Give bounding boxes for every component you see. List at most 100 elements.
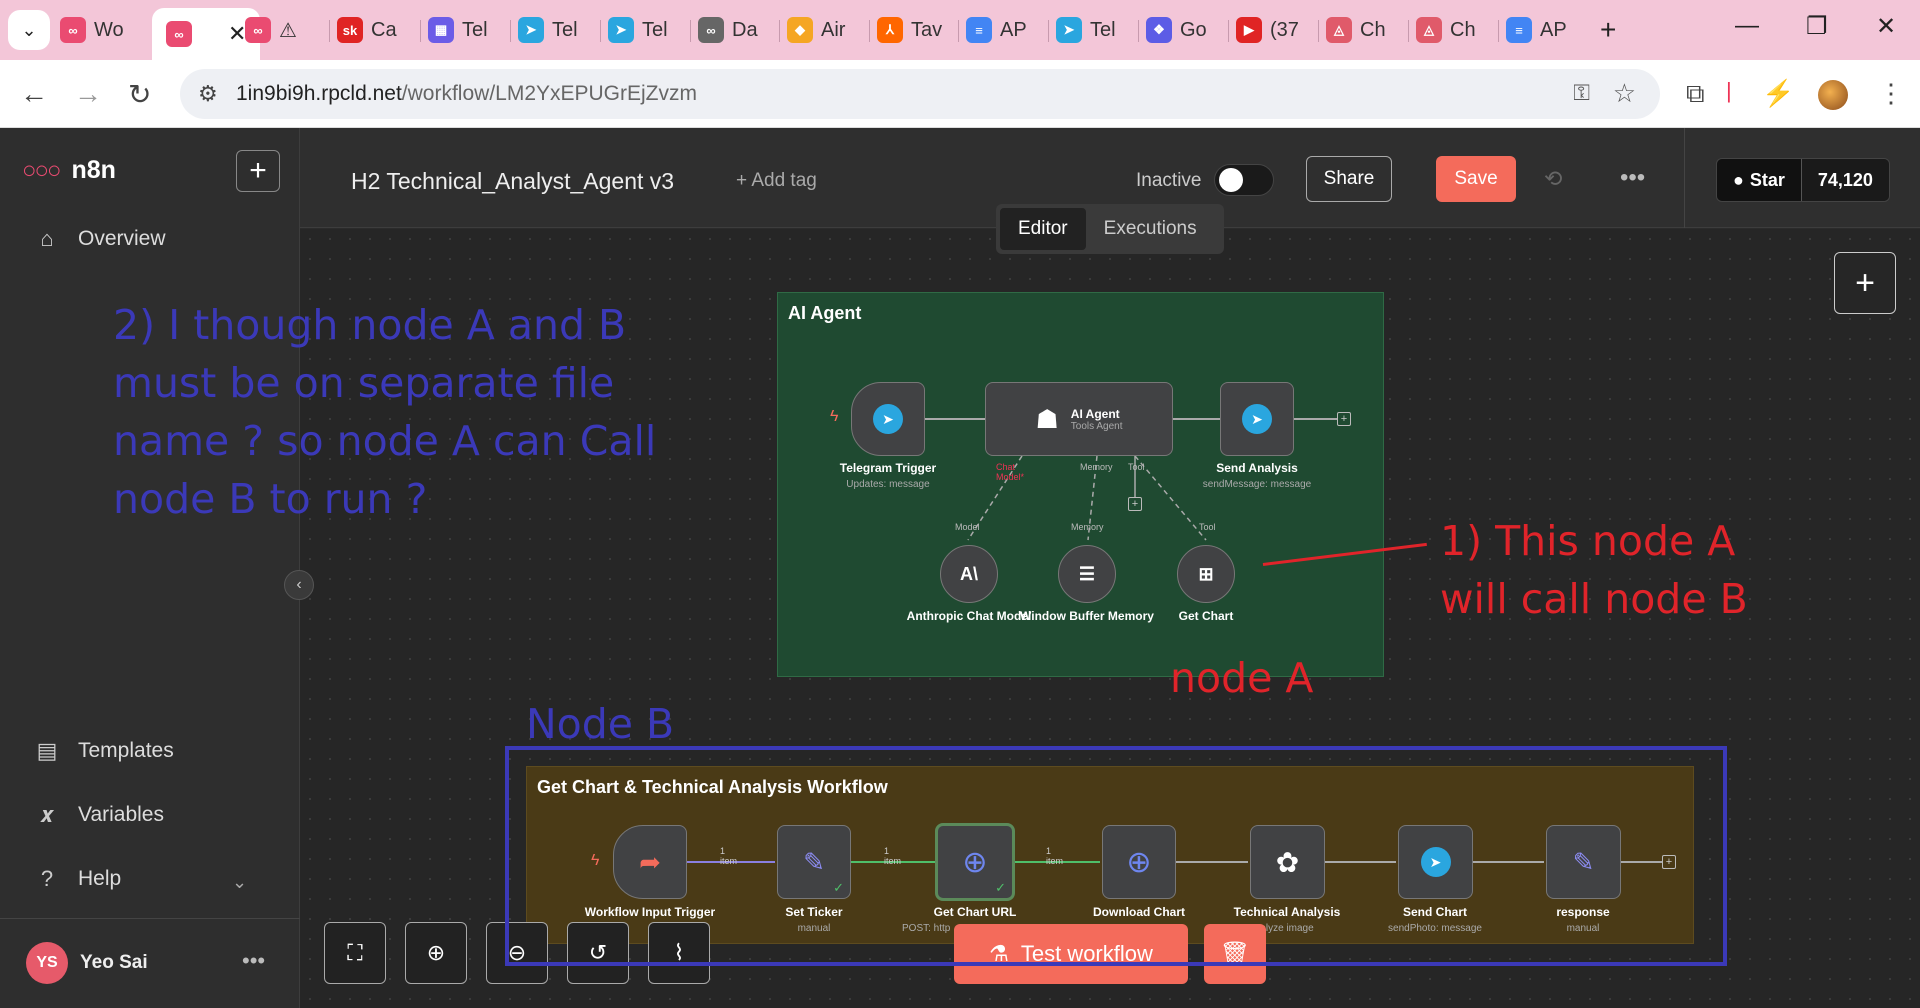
node-response[interactable]: ✎ <box>1546 825 1621 899</box>
zoom-out-button[interactable]: ⊖ <box>486 922 548 984</box>
browser-tab[interactable]: ∞Wo <box>60 10 124 50</box>
browser-profile-avatar[interactable] <box>1818 80 1848 110</box>
node-label: Get Chart URL <box>933 905 1017 919</box>
save-button[interactable]: Save <box>1436 156 1516 202</box>
history-icon[interactable]: ⟲ <box>1544 166 1563 191</box>
url-omnibox[interactable]: ⚙ 1in9bi9h.rpcld.net/workflow/LM2YxEPUGr… <box>180 69 1660 119</box>
sidebar-item-help[interactable]: ? Help <box>32 866 121 892</box>
tab-title: AP <box>1000 18 1027 41</box>
add-next-node-icon[interactable]: + <box>1662 855 1676 869</box>
sidebar-item-templates[interactable]: ▤ Templates <box>32 738 174 764</box>
telegram-icon: ➤ <box>1242 404 1272 434</box>
node-subtitle: manual <box>1566 923 1600 934</box>
minimize-icon[interactable]: — <box>1735 12 1759 39</box>
new-tab-button[interactable]: + <box>1600 14 1617 45</box>
node-set-ticker[interactable]: ✎ ✓ <box>777 825 851 899</box>
user-menu-icon[interactable]: ••• <box>242 948 266 973</box>
active-toggle[interactable] <box>1214 164 1274 196</box>
fit-view-button[interactable]: ⛶ <box>324 922 386 984</box>
restore-icon[interactable]: ❐ <box>1806 13 1828 40</box>
browser-tab[interactable]: ▦Tel <box>428 10 488 50</box>
delete-button[interactable]: 🗑 <box>1204 924 1266 984</box>
tab-editor[interactable]: Editor <box>1000 208 1086 250</box>
more-options-icon[interactable]: ••• <box>1620 164 1646 191</box>
tab-title: Wo <box>94 18 124 41</box>
node-technical-analysis[interactable]: ✿ <box>1250 825 1325 899</box>
browser-tab[interactable]: ∞✕ <box>152 8 261 60</box>
node-label: response <box>1556 905 1610 919</box>
forward-icon[interactable]: → <box>74 78 102 109</box>
port-label: Chat Model* <box>996 462 1025 482</box>
node-download-chart[interactable]: ⊕ <box>1102 825 1176 899</box>
browser-tab[interactable]: ➤Tel <box>608 10 668 50</box>
site-info-icon[interactable]: ⚙ <box>198 81 218 106</box>
extensions-icon[interactable]: ⧉ <box>1686 78 1705 108</box>
create-new-button[interactable]: + <box>236 150 280 192</box>
node-anthropic-chat-model[interactable]: A\ <box>940 545 998 603</box>
collapse-sidebar-icon[interactable]: ‹ <box>284 570 314 600</box>
workflow-title[interactable]: H2 Technical_Analyst_Agent v3 <box>351 168 675 194</box>
n8n-logo[interactable]: ○○○ n8n <box>22 156 116 185</box>
browser-menu-icon[interactable]: ⋮ <box>1878 78 1904 108</box>
share-button[interactable]: Share <box>1306 156 1392 202</box>
node-telegram-trigger[interactable]: ➤ <box>851 382 925 456</box>
node-get-chart-url[interactable]: ⊕ ✓ <box>935 823 1015 901</box>
tab-favicon-icon: ◬ <box>1416 17 1442 43</box>
sticky-note-ai-agent[interactable]: AI Agent <box>777 292 1384 677</box>
sticky-title: AI Agent <box>788 303 862 323</box>
test-workflow-button[interactable]: ⚗ Test workflow <box>954 924 1188 984</box>
browser-tab[interactable]: ⅄Tav <box>877 10 942 50</box>
chevron-down-icon[interactable]: ⌄ <box>232 872 248 892</box>
tab-separator <box>1498 20 1499 42</box>
performance-icon[interactable]: ⚡ <box>1762 78 1795 108</box>
node-get-chart[interactable]: ⊞ <box>1177 545 1235 603</box>
node-subtitle: manual <box>797 923 831 934</box>
browser-tab[interactable]: ◬Ch <box>1326 10 1386 50</box>
node-send-chart[interactable]: ➤ <box>1398 825 1473 899</box>
browser-tab[interactable]: ◆Air <box>787 10 845 50</box>
node-send-analysis[interactable]: ➤ <box>1220 382 1294 456</box>
tab-executions[interactable]: Executions <box>1103 218 1197 239</box>
tab-title: ⚠ <box>279 19 297 42</box>
zoom-in-button[interactable]: ⊕ <box>405 922 467 984</box>
avatar[interactable]: YS <box>26 942 68 984</box>
sidebar-item-overview[interactable]: ⌂ Overview <box>32 226 166 252</box>
tidy-up-button[interactable]: ⌇ <box>648 922 710 984</box>
node-subtitle: Tools Agent <box>1070 420 1123 432</box>
browser-tab[interactable]: ◬Ch <box>1416 10 1476 50</box>
browser-tab[interactable]: ∞Da <box>698 10 758 50</box>
pencil-icon: ✎ <box>803 846 825 877</box>
node-ai-agent[interactable]: ☗ AI Agent Tools Agent <box>985 382 1173 456</box>
node-window-buffer-memory[interactable]: ☰ <box>1058 545 1116 603</box>
back-icon[interactable]: ← <box>20 78 48 109</box>
node-workflow-input-trigger[interactable]: ➦ <box>613 825 687 899</box>
password-key-icon[interactable]: ⚿ <box>1573 80 1590 105</box>
sidebar-item-variables[interactable]: 𝒙 Variables <box>32 802 164 828</box>
add-next-node-icon[interactable]: + <box>1337 412 1351 426</box>
browser-tab[interactable]: ▶(37 <box>1236 10 1299 50</box>
tab-favicon-icon: ≡ <box>966 17 992 43</box>
browser-tab[interactable]: ➤Tel <box>1056 10 1116 50</box>
browser-tab[interactable]: ∞⚠ <box>245 10 297 50</box>
add-tag-link[interactable]: + Add tag <box>736 170 817 191</box>
reload-icon[interactable]: ↻ <box>128 79 152 110</box>
github-star-button[interactable]: ●Star 74,120 <box>1716 158 1890 202</box>
sign-in-icon: ➦ <box>639 846 661 877</box>
reset-zoom-button[interactable]: ↺ <box>567 922 629 984</box>
browser-tab[interactable]: ≡ AP <box>966 10 1027 50</box>
close-window-icon[interactable]: ✕ <box>1876 13 1897 40</box>
browser-tab[interactable]: ≡AP <box>1506 10 1567 50</box>
toggle-knob <box>1219 168 1243 192</box>
close-tab-icon[interactable]: ✕ <box>228 21 247 46</box>
browser-tab[interactable]: ❖Go <box>1146 10 1207 50</box>
add-tool-icon[interactable]: + <box>1128 497 1142 511</box>
trigger-bolt-icon: ϟ <box>591 852 600 869</box>
add-node-button[interactable]: + <box>1834 252 1896 314</box>
tab-search-dropdown-icon[interactable]: ⌄ <box>8 10 50 50</box>
sidebar-item-label: Overview <box>78 227 166 250</box>
browser-tab[interactable]: ➤Tel <box>518 10 578 50</box>
bookmark-star-icon[interactable]: ☆ <box>1612 78 1636 108</box>
url-text[interactable]: 1in9bi9h.rpcld.net/workflow/LM2YxEPUGrEj… <box>236 82 698 105</box>
tab-favicon-icon: ≡ <box>1506 17 1532 43</box>
